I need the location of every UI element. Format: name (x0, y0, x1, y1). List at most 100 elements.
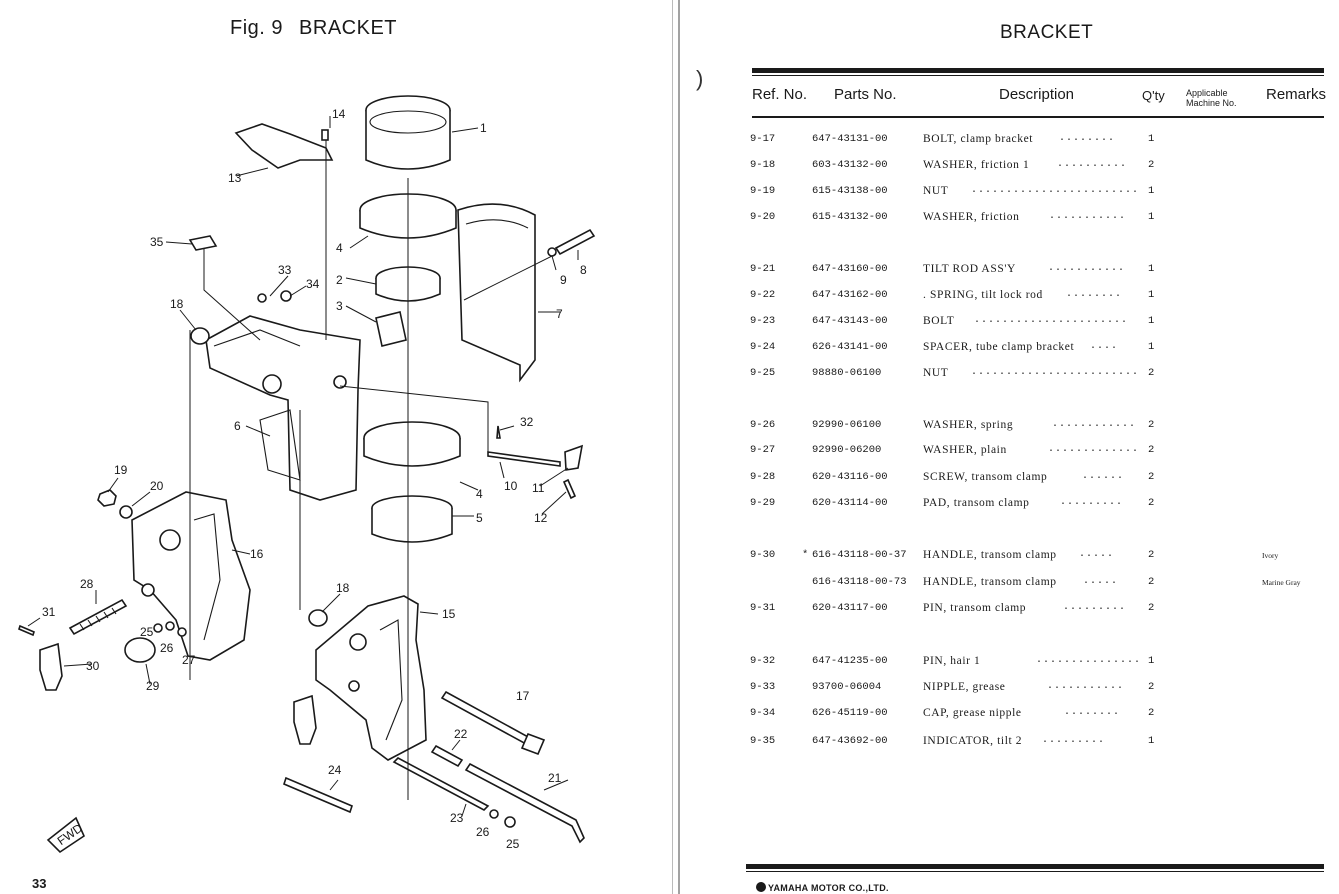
cell-qty: 2 (1148, 471, 1155, 483)
cell-part-no: 620-43114-00 (812, 497, 888, 509)
part-18-washer-top (190, 327, 210, 345)
cell-ref-no: 9-30 (750, 549, 776, 561)
part-30-handle (39, 642, 63, 691)
cell-qty: 2 (1148, 159, 1155, 171)
svg-text:10: 10 (504, 479, 518, 493)
cell-remarks: Ivory (1262, 551, 1279, 560)
part-10-rod (487, 451, 561, 467)
svg-text:29: 29 (146, 679, 160, 693)
cell-ref-no: 9-21 (750, 263, 776, 275)
page-number: 33 (32, 876, 47, 891)
cell-qty: 1 (1148, 735, 1155, 747)
svg-text:4: 4 (476, 487, 483, 501)
part-22-spring (430, 744, 464, 768)
svg-text:4: 4 (336, 241, 343, 255)
cell-description: TILT ROD ASS'Y (923, 263, 1016, 275)
part-33-nipple (257, 293, 267, 303)
part-34-cap (280, 290, 292, 302)
cell-leader-dots: ............ (1052, 419, 1137, 430)
footer-rule-thick (746, 864, 1324, 869)
header-parts-no: Parts No. (834, 86, 897, 103)
cell-ref-no: 9-24 (750, 341, 776, 353)
part-25-nut-left (153, 623, 163, 633)
cell-part-no: 615-43138-00 (812, 185, 888, 197)
cell-part-no: 620-43116-00 (812, 471, 888, 483)
cell-description: . SPRING, tilt lock rod (923, 289, 1043, 301)
cell-part-no: 647-41235-00 (812, 655, 888, 667)
cell-qty: 1 (1148, 289, 1155, 301)
footer-text: YAMAHA MOTOR CO.,LTD. (768, 883, 889, 893)
svg-text:12: 12 (534, 511, 548, 525)
cell-ref-no: 9-17 (750, 133, 776, 145)
svg-text:18: 18 (336, 581, 350, 595)
cell-leader-dots: ...... (1082, 471, 1125, 482)
svg-text:32: 32 (520, 415, 534, 429)
cell-qty: 2 (1148, 367, 1155, 379)
cell-ref-no: 9-28 (750, 471, 776, 483)
svg-text:20: 20 (150, 479, 164, 493)
cell-description: PIN, hair 1 (923, 655, 981, 667)
cell-qty: 1 (1148, 263, 1155, 275)
part-26-washer-left (165, 621, 175, 631)
cell-qty: 1 (1148, 341, 1155, 353)
part-13-plate (234, 123, 334, 169)
cell-leader-dots: ........................ (971, 185, 1140, 196)
svg-text:26: 26 (476, 825, 490, 839)
svg-text:33: 33 (278, 263, 292, 277)
parts-list-title: BRACKET (1000, 22, 1094, 43)
header-rule-thick (752, 68, 1324, 73)
svg-text:11: 11 (532, 481, 545, 495)
cell-qty: 2 (1148, 602, 1155, 614)
cell-leader-dots: .......... (1057, 159, 1128, 170)
svg-text:28: 28 (80, 577, 94, 591)
svg-text:25: 25 (506, 837, 520, 851)
cell-description: WASHER, friction (923, 211, 1020, 223)
header-qty: Q'ty (1142, 88, 1165, 103)
page-gutter (678, 0, 680, 894)
cell-part-no: 616-43118-00-37 (812, 549, 907, 561)
svg-text:26: 26 (160, 641, 174, 655)
parts-list-page: ) BRACKET Ref. No. Parts No. Description… (684, 0, 1339, 894)
svg-text:21: 21 (548, 771, 562, 785)
cell-description: BOLT (923, 315, 955, 327)
cell-ref-no: 9-29 (750, 497, 776, 509)
svg-text:13: 13 (228, 171, 242, 185)
header-ref: Ref. No. (752, 86, 808, 103)
cell-part-no: 647-43131-00 (812, 133, 888, 145)
cell-leader-dots: ..... (1083, 576, 1119, 587)
part-11-wing (564, 444, 584, 471)
svg-text:15: 15 (442, 607, 456, 621)
cell-ref-no: 9-22 (750, 289, 776, 301)
part-31-pin (18, 624, 35, 637)
cell-part-no: 626-43141-00 (812, 341, 888, 353)
header-remarks: Remarks (1266, 86, 1327, 103)
cell-description: SCREW, transom clamp (923, 471, 1048, 483)
cell-description: BOLT, clamp bracket (923, 133, 1034, 145)
cell-leader-dots: ........ (1059, 133, 1116, 144)
svg-text:30: 30 (86, 659, 100, 673)
part-23-bolt (392, 757, 490, 811)
cell-part-no: 92990-06200 (812, 444, 882, 456)
cell-qty: 1 (1148, 185, 1155, 197)
cell-part-no: 93700-06004 (812, 681, 882, 693)
cell-leader-dots: .... (1090, 341, 1119, 352)
cell-qty: 2 (1148, 419, 1155, 431)
part-7-shell (457, 203, 536, 383)
cell-description: NUT (923, 185, 949, 197)
part-25-nut-right (504, 816, 516, 828)
svg-text:35: 35 (150, 235, 164, 249)
part-30-handle-right (293, 694, 317, 745)
